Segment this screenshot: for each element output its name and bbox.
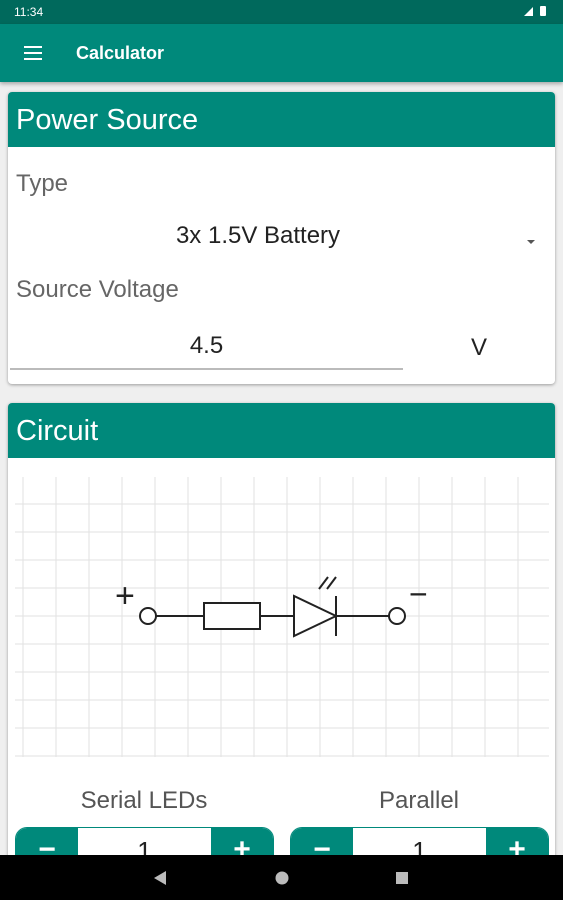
circuit-header: Circuit [8, 403, 555, 458]
back-icon[interactable] [153, 870, 167, 891]
home-icon[interactable] [274, 870, 290, 891]
power-source-header: Power Source [8, 92, 555, 147]
hamburger-menu-icon[interactable] [22, 43, 44, 63]
app-title: Calculator [76, 43, 165, 63]
voltage-unit: V [471, 334, 488, 361]
recents-icon[interactable] [395, 871, 409, 890]
navigation-bar [0, 855, 563, 900]
status-bar: 11:34 [0, 0, 563, 24]
signal-battery-icon [524, 5, 548, 20]
power-source-card: Power Source Type 3x 1.5V Battery Source… [8, 92, 555, 384]
app-bar: Calculator [0, 24, 563, 82]
source-voltage-label: Source Voltage [16, 276, 179, 303]
parallel-label: Parallel [378, 787, 460, 814]
status-time: 11:34 [14, 5, 44, 19]
type-spinner[interactable]: 3x 1.5V Battery [8, 214, 555, 258]
type-spinner-value: 3x 1.5V Battery [175, 222, 341, 249]
circuit-card: Circuit [8, 403, 555, 900]
serial-leds-label: Serial LEDs [80, 787, 208, 814]
negative-terminal-label: − [409, 576, 428, 612]
source-voltage-input[interactable]: 4.5 [10, 324, 403, 370]
dropdown-arrow-icon [526, 232, 536, 250]
circuit-diagram: + − [15, 477, 549, 762]
positive-terminal-label: + [115, 577, 135, 615]
type-label: Type [16, 170, 69, 197]
